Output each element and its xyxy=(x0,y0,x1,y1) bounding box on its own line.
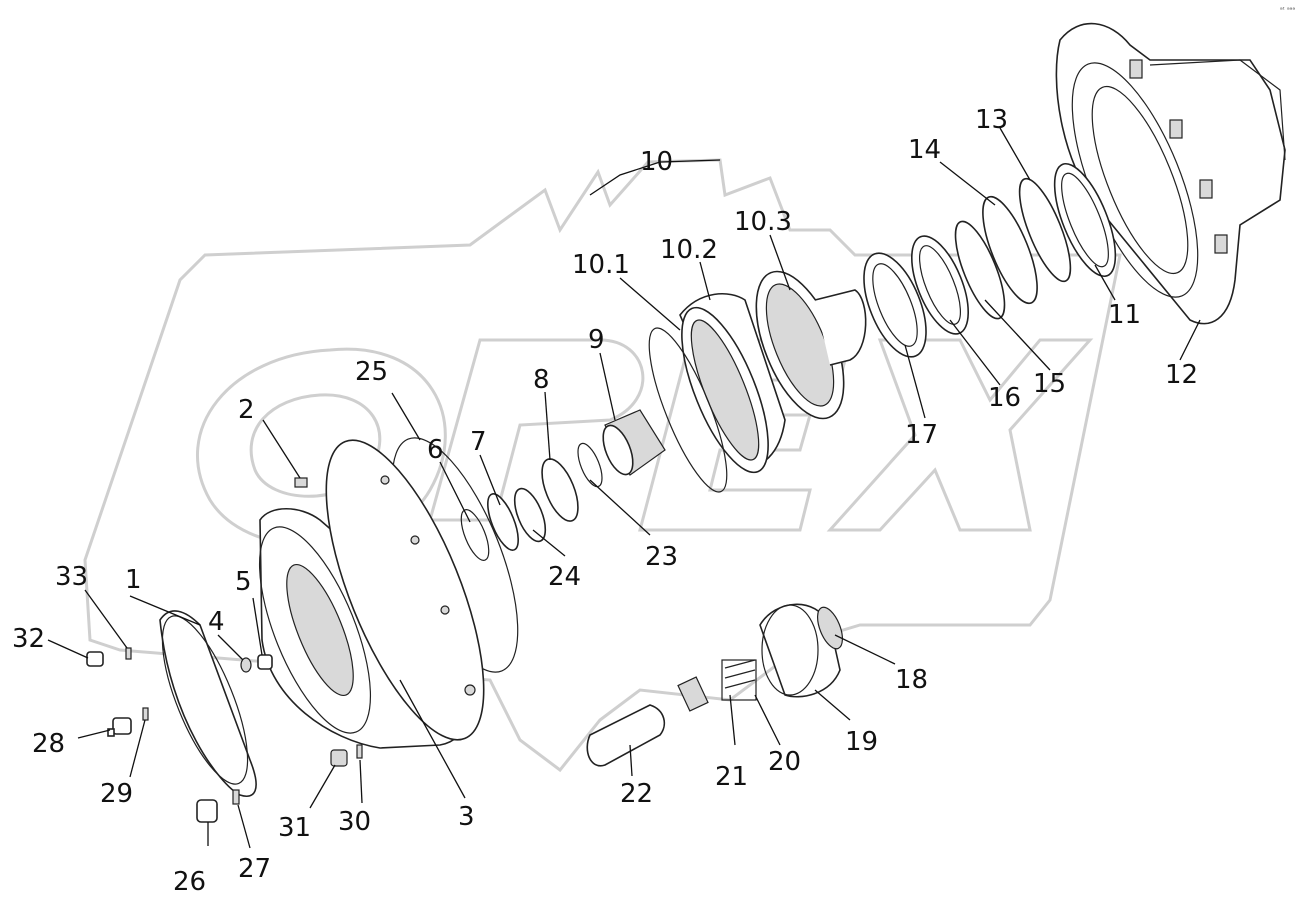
part-2-screw xyxy=(294,477,308,488)
part-6-seal xyxy=(460,509,490,561)
part-10-3-planet-carrier xyxy=(755,270,867,420)
part-3-motor-housing xyxy=(258,439,485,749)
part-32-plug xyxy=(86,651,104,667)
part-22-shaft xyxy=(586,704,666,767)
callout-13: 13 xyxy=(975,105,1008,135)
callout-7: 7 xyxy=(470,427,487,457)
callout-5: 5 xyxy=(235,567,252,597)
callout-14: 14 xyxy=(908,135,941,165)
callout-6: 6 xyxy=(427,435,444,465)
part-26-plug xyxy=(196,799,218,823)
callout-24: 24 xyxy=(548,562,581,592)
leader-lines xyxy=(47,127,1201,849)
callout-31: 31 xyxy=(278,813,311,843)
part-27-seal xyxy=(232,789,240,805)
corner-mark: ᵃᵗ ᵃᵃᵃ xyxy=(1280,6,1296,14)
callout-10-3: 10.3 xyxy=(734,207,792,237)
callout-33: 33 xyxy=(55,562,88,592)
callout-22: 22 xyxy=(620,779,653,809)
part-15-ring xyxy=(954,220,1006,320)
callout-3: 3 xyxy=(458,802,475,832)
callout-15: 15 xyxy=(1033,369,1066,399)
part-18-washer xyxy=(816,606,844,650)
part-21-spring xyxy=(677,676,709,712)
part-20-needle-rollers xyxy=(721,659,757,701)
part-28-plug xyxy=(107,717,132,737)
watermark-letter-x xyxy=(826,338,1094,532)
callout-10-1: 10.1 xyxy=(572,250,630,280)
callout-11: 11 xyxy=(1108,300,1141,330)
part-17-bearing xyxy=(863,252,927,358)
callout-10: 10 xyxy=(640,147,673,177)
callout-12: 12 xyxy=(1165,360,1198,390)
callout-32: 32 xyxy=(12,624,45,654)
watermark-letter-p xyxy=(428,338,645,522)
part-1-end-cover xyxy=(159,610,257,797)
callout-27: 27 xyxy=(238,854,271,884)
part-8-ring xyxy=(541,458,579,522)
part-10-1-o-ring xyxy=(648,327,728,493)
callout-2: 2 xyxy=(238,395,255,425)
part-30-seal xyxy=(356,744,363,759)
callout-25: 25 xyxy=(355,357,388,387)
callout-16: 16 xyxy=(988,383,1021,413)
callout-19: 19 xyxy=(845,727,878,757)
part-29-seal xyxy=(142,707,149,721)
callout-23: 23 xyxy=(645,542,678,572)
callout-29: 29 xyxy=(100,779,133,809)
part-24-ring xyxy=(513,487,547,543)
callout-18: 18 xyxy=(895,665,928,695)
part-14-ring xyxy=(982,195,1038,305)
callout-20: 20 xyxy=(768,747,801,777)
part-33-seal xyxy=(125,647,132,660)
callout-4: 4 xyxy=(208,607,225,637)
part-10-2-ring-gear xyxy=(679,293,786,474)
part-7-ring xyxy=(487,493,519,551)
callout-1: 1 xyxy=(125,565,142,595)
part-11-bearing xyxy=(1053,162,1117,278)
part-4-plug xyxy=(240,657,252,673)
part-12-hub-housing xyxy=(1055,22,1286,325)
callout-30: 30 xyxy=(338,807,371,837)
part-9-sun-gear xyxy=(602,409,666,476)
callout-21: 21 xyxy=(715,762,748,792)
part-23-circlip xyxy=(577,442,603,488)
callout-26: 26 xyxy=(173,867,206,897)
part-5-plug xyxy=(257,654,273,670)
callout-10-2: 10.2 xyxy=(660,235,718,265)
part-13-ring xyxy=(1018,177,1072,283)
callout-labels: 1 2 3 4 5 6 7 8 9 10 10.1 10.2 10.3 11 1… xyxy=(12,105,1198,897)
callout-8: 8 xyxy=(533,365,550,395)
callout-28: 28 xyxy=(32,729,65,759)
callout-17: 17 xyxy=(905,420,938,450)
callout-9: 9 xyxy=(588,325,605,355)
part-31-nut xyxy=(330,749,348,767)
